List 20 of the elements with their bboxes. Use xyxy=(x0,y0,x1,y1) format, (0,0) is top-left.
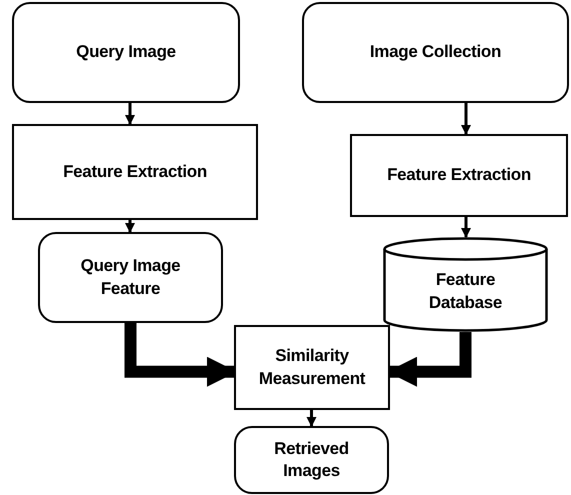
node-label: Feature Extraction xyxy=(63,160,207,183)
rounded-box xyxy=(12,2,240,103)
node-label: Similarity Measurement xyxy=(258,345,366,390)
arrow xyxy=(461,103,471,135)
arrow xyxy=(306,410,316,427)
node-label: Retrieved Images xyxy=(273,438,350,482)
rounded-box xyxy=(302,2,569,103)
node-label: Query Image Feature xyxy=(80,255,182,300)
rounded-box xyxy=(234,426,389,494)
node-label: Feature Database xyxy=(428,269,504,314)
rounded-box xyxy=(38,232,223,323)
arrow xyxy=(125,103,135,125)
process-box xyxy=(12,124,258,220)
process-box xyxy=(350,134,568,217)
node-label: Query Image xyxy=(76,41,176,64)
arrow xyxy=(125,220,135,233)
arrow xyxy=(461,217,471,238)
node-label: Feature Extraction xyxy=(387,164,531,186)
node-label: Image Collection xyxy=(370,41,502,64)
process-box xyxy=(234,325,390,410)
